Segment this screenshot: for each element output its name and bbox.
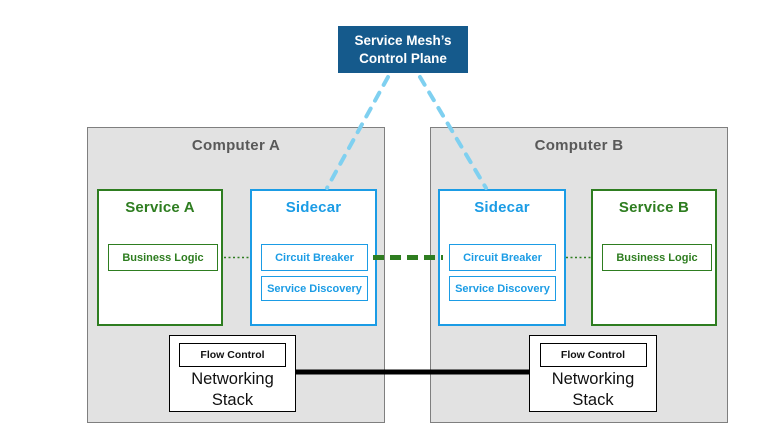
circuit-breaker-a-box: Circuit Breaker xyxy=(261,244,368,271)
business-logic-a-box: Business Logic xyxy=(108,244,218,271)
networking-stack-b-box: Flow Control Networking Stack xyxy=(529,335,657,412)
networking-stack-a-box: Flow Control Networking Stack xyxy=(169,335,296,412)
service-a-title: Service A xyxy=(125,199,195,216)
service-b-title: Service B xyxy=(618,199,690,216)
computer-b-title: Computer B xyxy=(534,137,624,154)
control-plane-label-line1: Service Mesh’s xyxy=(354,32,452,48)
service-a-box: Service A Business Logic xyxy=(97,189,223,326)
flow-control-b-box: Flow Control xyxy=(539,343,647,367)
control-plane-label-line2: Control Plane xyxy=(359,50,447,66)
sidecar-a-box: Sidecar Circuit Breaker Service Discover… xyxy=(250,189,377,326)
service-b-box: Service B Business Logic xyxy=(591,189,717,326)
networking-stack-a-title: Networking Stack xyxy=(191,370,274,409)
sidecar-b-box: Sidecar Circuit Breaker Service Discover… xyxy=(438,189,566,326)
control-plane-box: Service Mesh’s Control Plane xyxy=(338,26,468,73)
service-discovery-b-box: Service Discovery xyxy=(449,276,556,301)
sidecar-a-title: Sidecar xyxy=(285,199,342,216)
circuit-breaker-b-box: Circuit Breaker xyxy=(449,244,556,271)
sidecar-b-title: Sidecar xyxy=(474,199,530,216)
service-discovery-a-box: Service Discovery xyxy=(261,276,368,301)
business-logic-b-box: Business Logic xyxy=(602,244,712,271)
flow-control-a-box: Flow Control xyxy=(179,343,286,367)
networking-stack-b-title: Networking Stack xyxy=(551,370,635,409)
computer-a-title: Computer A xyxy=(191,137,281,154)
